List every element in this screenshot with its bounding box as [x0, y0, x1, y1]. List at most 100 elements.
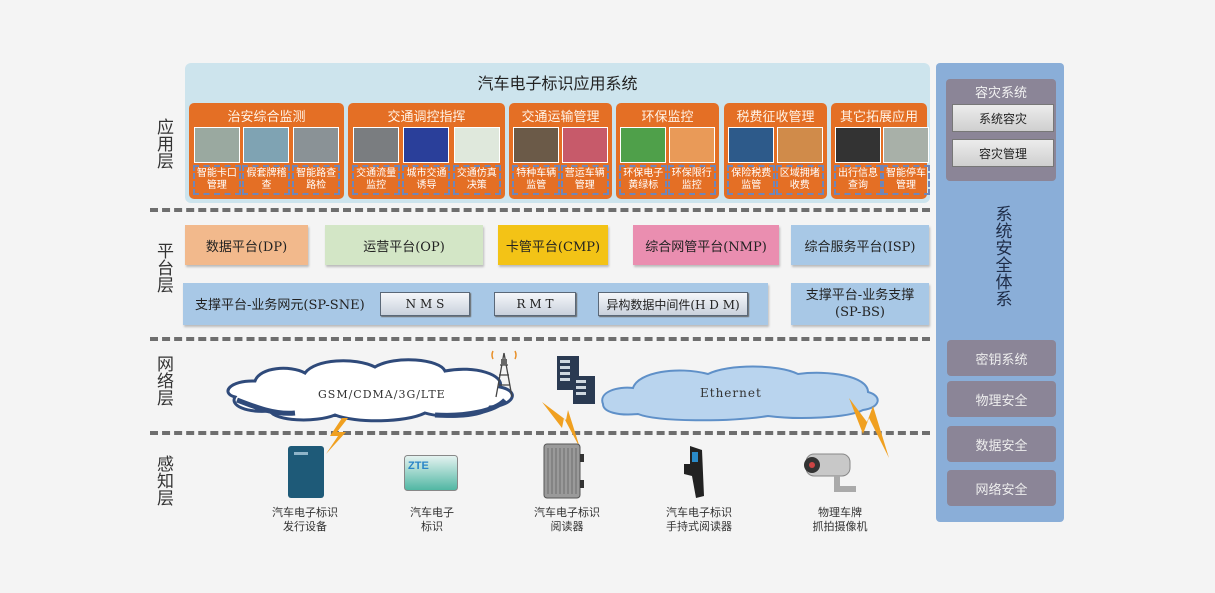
app-group-title: 交通运输管理 [521, 110, 600, 125]
camera-icon [804, 453, 856, 492]
network-management-platform-box[interactable]: 综合网管平台(NMP) [633, 225, 779, 265]
device-label: 汽车电子标识 [387, 506, 477, 534]
app-item[interactable]: 环保限行监控 [667, 124, 716, 195]
app-item-label: 营运车辆管理 [560, 165, 609, 195]
sp-sne-label: 支撑平台-业务网元(SP-SNE) [195, 298, 365, 313]
app-group-items: 智能卡口管理假套牌稽查智能路查路检 [189, 124, 344, 195]
app-group-title: 其它拓展应用 [839, 110, 918, 125]
physical-security-item[interactable]: 物理安全 [947, 381, 1056, 417]
layer-label-text: 应用层 [153, 118, 173, 169]
app-item-label: 出行信息查询 [834, 165, 882, 195]
app-group[interactable]: 其它拓展应用出行信息查询智能停车管理 [831, 103, 930, 199]
sp-bs-code: (SP-BS) [835, 305, 885, 320]
integrated-service-platform-box[interactable]: 综合服务平台(ISP) [791, 225, 929, 265]
app-group-items: 出行信息查询智能停车管理 [831, 124, 930, 195]
device-label: 物理车牌抓拍摄像机 [795, 506, 885, 534]
app-item-label: 环保电子黄绿标 [619, 165, 668, 195]
layer-divider [150, 431, 930, 435]
layer-divider [150, 208, 930, 212]
app-item-thumbnail [883, 127, 929, 163]
app-item[interactable]: 智能停车管理 [882, 124, 930, 195]
data-security-item[interactable]: 数据安全 [947, 426, 1056, 462]
nms-button[interactable]: N M S [380, 292, 470, 316]
device-type: 抓拍摄像机 [812, 520, 868, 533]
app-group-title: 治安综合监测 [227, 110, 306, 125]
app-item-thumbnail [513, 127, 560, 163]
disaster-recovery-title: 容灾系统 [974, 86, 1027, 101]
app-item[interactable]: 智能路查路检 [292, 124, 341, 195]
issuing-device-icon [288, 446, 324, 498]
cell-tower-icon [491, 350, 517, 398]
device-label: 汽车电子标识发行设备 [260, 506, 350, 534]
key-system-item[interactable]: 密钥系统 [947, 340, 1056, 376]
device-name: 汽车电子标识 [272, 506, 338, 519]
app-item[interactable]: 智能卡口管理 [192, 124, 241, 195]
sp-bs-box: 支撑平台-业务支撑 (SP-BS) [791, 283, 929, 325]
app-item[interactable]: 特种车辆监管 [512, 124, 561, 195]
app-item-thumbnail [835, 127, 881, 163]
app-item[interactable]: 城市交通诱导 [402, 124, 451, 195]
card-management-platform-box[interactable]: 卡管平台(CMP) [498, 225, 608, 265]
app-item-thumbnail [561, 127, 608, 163]
app-group[interactable]: 交通运输管理特种车辆监管营运车辆管理 [509, 103, 612, 199]
device-type: 阅读器 [550, 520, 584, 533]
layer-label-text: 感知层 [153, 455, 173, 506]
app-item[interactable]: 营运车辆管理 [560, 124, 609, 195]
app-item[interactable]: 保险税费监管 [727, 124, 776, 195]
device-label: 汽车电子标识手持式阅读器 [654, 506, 744, 534]
app-group[interactable]: 环保监控环保电子黄绿标环保限行监控 [616, 103, 719, 199]
app-group-items: 特种车辆监管营运车辆管理 [509, 124, 612, 195]
wireless-link-icon [849, 398, 889, 458]
app-group[interactable]: 税费征收管理保险税费监管区域拥堵收费 [724, 103, 827, 199]
wireless-network-label: GSM/CDMA/3G/LTE [318, 388, 446, 401]
device-type: 手持式阅读器 [666, 520, 732, 533]
device-type: 标识 [421, 520, 443, 533]
app-item-thumbnail [403, 127, 450, 163]
network-security-item[interactable]: 网络安全 [947, 470, 1056, 506]
app-item-thumbnail [293, 127, 340, 163]
app-item-thumbnail [620, 127, 667, 163]
app-item[interactable]: 出行信息查询 [834, 124, 882, 195]
wireless-link-icon [326, 418, 348, 454]
app-item-label: 智能停车管理 [882, 165, 930, 195]
app-item-thumbnail [243, 127, 290, 163]
app-item-label: 特种车辆监管 [512, 165, 561, 195]
app-item-thumbnail [728, 127, 775, 163]
app-group[interactable]: 交通调控指挥交通流量监控城市交通诱导交通仿真决策 [348, 103, 505, 199]
layer-label-network: 网络层 [150, 355, 176, 412]
hdm-button[interactable]: 异构数据中间件(H D M) [598, 292, 748, 316]
app-item-thumbnail [668, 127, 715, 163]
sp-bs-label: 支撑平台-业务支撑 [805, 288, 915, 303]
app-item-label: 智能路查路检 [292, 165, 341, 195]
disaster-recovery-management-button[interactable]: 容灾管理 [952, 139, 1054, 167]
app-item[interactable]: 环保电子黄绿标 [619, 124, 668, 195]
device-type: 发行设备 [283, 520, 327, 533]
app-group-items: 交通流量监控城市交通诱导交通仿真决策 [348, 124, 505, 195]
layer-label-text: 网络层 [153, 355, 173, 406]
layer-label-text: 平台层 [153, 242, 173, 293]
layer-label-perception: 感知层 [150, 455, 176, 512]
operation-platform-box[interactable]: 运营平台(OP) [325, 225, 483, 265]
app-item-thumbnail [353, 127, 400, 163]
layer-divider [150, 337, 930, 341]
app-group[interactable]: 治安综合监测智能卡口管理假套牌稽查智能路查路检 [189, 103, 344, 199]
data-platform-box[interactable]: 数据平台(DP) [185, 225, 308, 265]
server-rack-icon [557, 356, 595, 404]
security-system-title: 系统安全体系 [986, 205, 1016, 314]
wireless-cloud-icon [226, 358, 514, 423]
app-item[interactable]: 交通流量监控 [352, 124, 401, 195]
app-system-title: 汽车电子标识应用系统 [477, 74, 638, 93]
rmt-button[interactable]: R M T [494, 292, 576, 316]
app-item[interactable]: 交通仿真决策 [452, 124, 501, 195]
app-item[interactable]: 假套牌稽查 [242, 124, 291, 195]
app-item-thumbnail [193, 127, 240, 163]
layer-label-application: 应用层 [150, 118, 176, 175]
system-disaster-recovery-button[interactable]: 系统容灾 [952, 104, 1054, 132]
handheld-reader-icon [684, 446, 704, 498]
app-item-thumbnail [776, 127, 823, 163]
app-item-label: 保险税费监管 [727, 165, 776, 195]
ethernet-label: Ethernet [700, 386, 762, 400]
app-group-items: 保险税费监管区域拥堵收费 [724, 124, 827, 195]
app-item-label: 交通流量监控 [352, 165, 401, 195]
app-item[interactable]: 区域拥堵收费 [775, 124, 824, 195]
